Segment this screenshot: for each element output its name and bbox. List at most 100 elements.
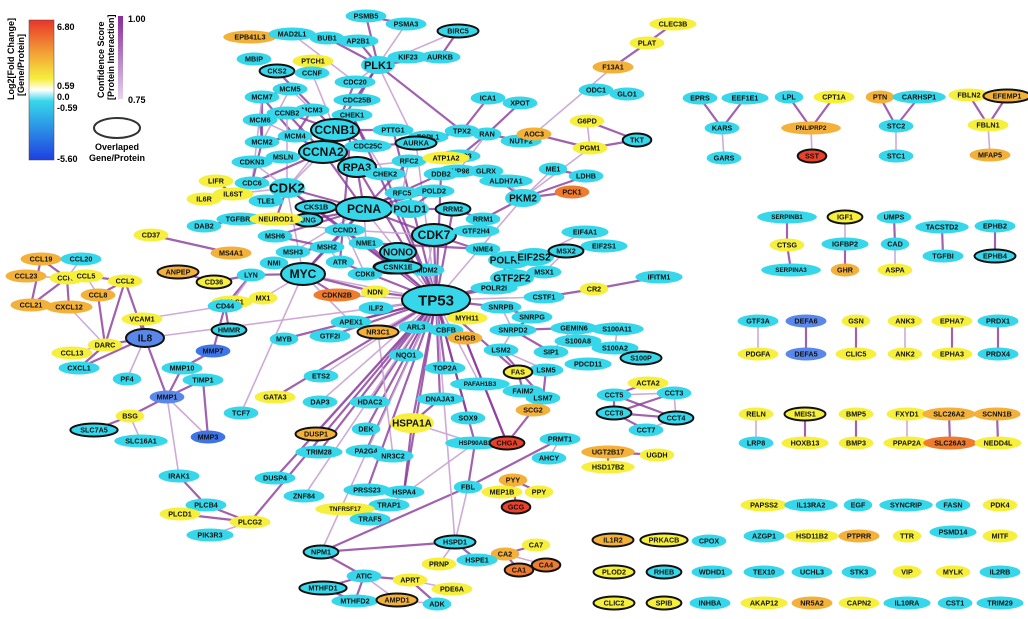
node-cct4: CCT4 xyxy=(657,410,695,426)
node-label: LPL xyxy=(782,93,796,102)
node-label: NR3C2 xyxy=(381,452,405,461)
node-label: CTSG xyxy=(777,241,797,250)
node-gsn: GSN xyxy=(841,314,871,328)
edge-f13a1-aoc3 xyxy=(533,66,614,135)
node-ppap2a: PPAP2A xyxy=(883,436,931,450)
node-shape xyxy=(887,314,923,328)
node-shape xyxy=(523,290,565,304)
node-label: CCNB2 xyxy=(275,109,300,118)
node-label: SERPINB1 xyxy=(771,214,803,221)
node-label: CAD xyxy=(887,240,903,249)
node-eif2s2: EIF2S2 xyxy=(514,248,554,266)
node-shape xyxy=(596,388,632,402)
node-label: AURKB xyxy=(427,53,453,62)
node-shape xyxy=(391,154,427,168)
node-label: ZNF84 xyxy=(293,492,315,501)
node-lyn: LYN xyxy=(236,268,266,282)
node-s100p: S100P xyxy=(619,350,663,366)
confidence-tick-max: 1.00 xyxy=(128,14,146,24)
node-gtf2h4: GTF2H4 xyxy=(452,224,500,238)
node-label: TPX2 xyxy=(453,127,471,136)
node-fas: FAS xyxy=(502,364,534,380)
edge-hspd1-tp53 xyxy=(435,299,456,543)
node-label: GTF2F2 xyxy=(493,274,531,285)
node-label: DUSP1 xyxy=(304,430,328,439)
node-ptn: PTN xyxy=(865,90,895,104)
node-label: CCL21 xyxy=(20,301,43,310)
confidence-tick-min: 0.75 xyxy=(128,95,146,105)
node-hsd17b2: HSD17B2 xyxy=(581,460,635,474)
node-label: GHR xyxy=(837,266,854,275)
node-label: EIF2S2 xyxy=(517,253,551,264)
node-label: EFEMP1 xyxy=(993,92,1022,101)
node-label: RELN xyxy=(746,410,766,419)
node-shape xyxy=(479,174,533,188)
node-glrx: GLRX xyxy=(468,164,504,178)
node-label: AP2B1 xyxy=(346,37,369,46)
node-hspd1: HSPD1 xyxy=(433,534,477,550)
node-rrm2: RRM2 xyxy=(434,201,472,217)
node-shape xyxy=(796,148,828,164)
node-label: CDC25B xyxy=(343,96,372,105)
node-shape xyxy=(387,50,429,64)
node-label: DARC xyxy=(95,341,116,350)
fold-change-colorbar xyxy=(28,19,55,161)
node-label: EPHA7 xyxy=(940,317,964,326)
node-shape xyxy=(385,17,427,31)
node-label: MMP10 xyxy=(170,364,195,373)
node-msh3: MSH3 xyxy=(275,245,311,259)
node-shape xyxy=(689,596,731,610)
node-nme1: NME1 xyxy=(348,236,384,250)
fold-tick-upper: 0.59 xyxy=(57,81,75,91)
node-label: NONO xyxy=(383,248,413,259)
node-label: PLK1 xyxy=(364,60,392,72)
node-shape xyxy=(948,88,990,102)
node-shape xyxy=(361,56,395,74)
node-label: GARS xyxy=(714,154,735,163)
node-label: CKS2 xyxy=(267,67,286,76)
node-shape xyxy=(721,91,769,105)
node-mbip: MBIP xyxy=(236,52,272,66)
node-msx1: MSX1 xyxy=(526,265,562,279)
node-shape xyxy=(384,186,420,200)
node-top2a: TOP2A xyxy=(424,361,466,375)
node-label: UMPS xyxy=(884,213,905,222)
edge-irak1-mmp1 xyxy=(166,396,180,477)
node-pcna: PCNA xyxy=(335,196,393,222)
node-ugt2b17: UGT2B17 xyxy=(581,445,635,459)
node-label: TGFBI xyxy=(932,252,954,261)
node-lsm7: LSM7 xyxy=(525,391,561,405)
node-shape xyxy=(878,119,914,133)
node-shape xyxy=(236,268,266,282)
node-label: DAP3 xyxy=(310,398,329,407)
node-carhsp1: CARHSP1 xyxy=(892,90,946,104)
node-shape xyxy=(159,507,201,521)
edge-cxcl12-darc xyxy=(68,306,106,346)
node-shape xyxy=(80,288,116,302)
node-label: IFITM1 xyxy=(648,273,671,282)
node-ccnf: CCNF xyxy=(294,66,330,80)
node-shape xyxy=(343,483,391,497)
node-label: CCNF xyxy=(302,69,323,78)
node-cct8: CCT8 xyxy=(595,405,633,421)
node-label: TLE1 xyxy=(257,197,275,206)
node-shape xyxy=(547,243,585,259)
node-ccl19: CCL19 xyxy=(20,252,62,266)
node-ndn: NDN xyxy=(360,285,390,299)
node-label: CDC6 xyxy=(242,179,262,188)
node-label: PLCB4 xyxy=(194,501,218,510)
node-shape xyxy=(210,246,252,260)
node-ldhb: LDHB xyxy=(568,169,604,183)
node-shape xyxy=(309,329,351,343)
node-label: IGFBP2 xyxy=(832,240,858,249)
node-label: CD36 xyxy=(205,278,223,287)
node-label: WDHD1 xyxy=(699,568,725,577)
node-shape xyxy=(5,269,47,283)
node-igfbp2: IGFBP2 xyxy=(821,237,869,251)
node-label: SPIB xyxy=(656,599,673,608)
node-label: DDB2 xyxy=(431,170,451,179)
node-shape xyxy=(325,255,355,269)
node-shape xyxy=(452,224,500,238)
node-label: TIMP1 xyxy=(192,376,213,385)
node-ca1: CA1 xyxy=(503,562,535,578)
